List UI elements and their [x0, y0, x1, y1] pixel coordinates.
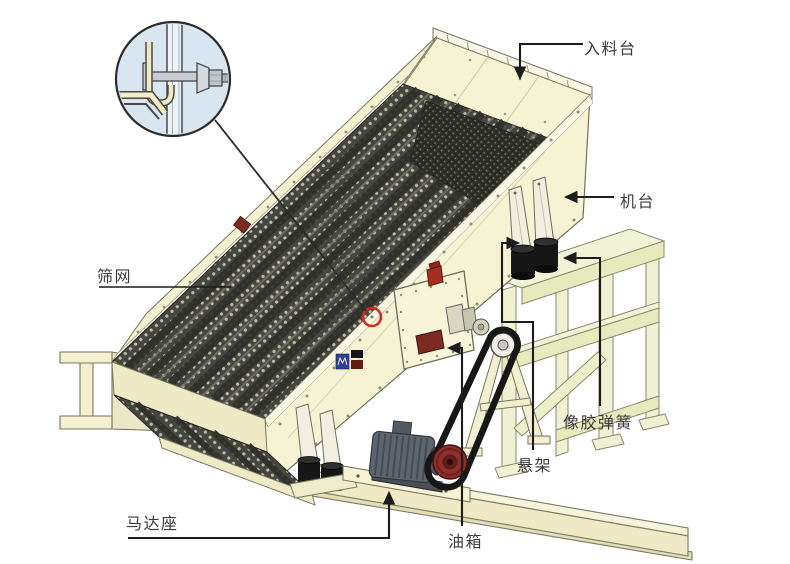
discharge-end: [111, 361, 316, 506]
leader-feed-platform: [513, 42, 583, 81]
label-feed-platform: 入料台: [584, 41, 637, 58]
label-suspension: 悬架: [517, 458, 553, 475]
screen-mesh-surface: [111, 83, 557, 420]
leader-rubber-spring: [562, 251, 602, 406]
leader-lines: [99, 42, 614, 540]
vibrator-shaft: [445, 303, 490, 336]
label-oil-tank: 油箱: [448, 534, 484, 551]
machine-body: [111, 27, 594, 506]
oil-tank-sight: [415, 329, 445, 355]
label-screen-mesh: 筛网: [97, 269, 133, 286]
leader-motor-seat: [128, 490, 396, 540]
v-belt: [424, 326, 521, 491]
detail-marker: [361, 306, 383, 328]
leader-oil-tank: [446, 341, 464, 526]
detail-callout: [114, 20, 367, 312]
rubber-springs-discharge: [289, 456, 358, 499]
label-motor-seat: 马达座: [126, 516, 179, 533]
suspension-arms-discharge: [295, 403, 342, 473]
leader-suspension: [500, 236, 535, 450]
label-rubber-spring: 像胶弹簧: [563, 415, 634, 432]
rail-clamp: [233, 215, 252, 234]
rubber-springs-feed: [510, 237, 559, 280]
brand-logo: [335, 350, 363, 370]
oil-filler-cap: [426, 260, 444, 287]
label-machine-stand: 机台: [620, 194, 656, 211]
motor-pulley: [432, 444, 468, 480]
